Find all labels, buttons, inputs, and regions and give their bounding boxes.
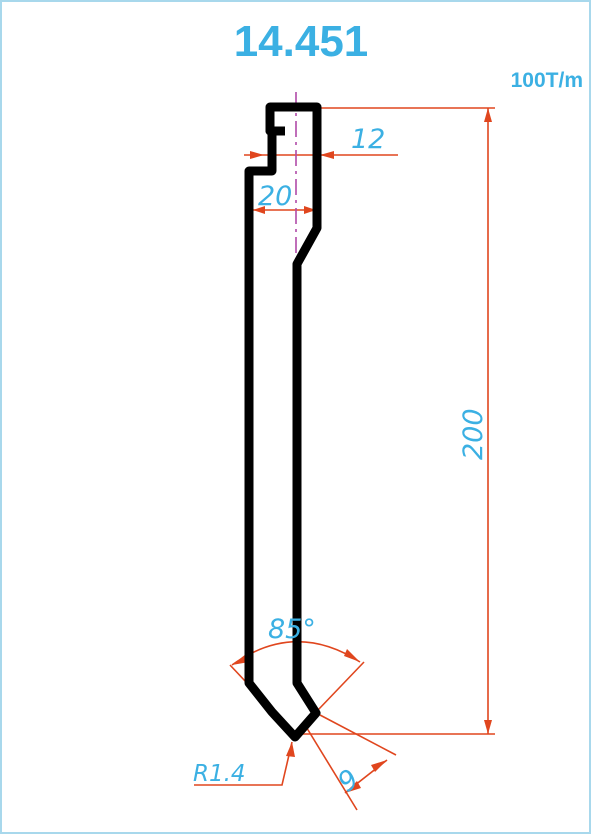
arrow-tip-upper bbox=[371, 760, 387, 772]
arrow-shoulder-left bbox=[253, 206, 265, 214]
shoulder-width-label: 20 bbox=[258, 181, 292, 212]
tip-radius-label: R1.4 bbox=[193, 761, 246, 787]
arrow-tip-lower bbox=[345, 781, 361, 793]
arrowheads bbox=[232, 108, 492, 793]
tip-extension-upper bbox=[319, 714, 397, 756]
dimension-lines bbox=[194, 107, 495, 811]
arrow-tang-right bbox=[320, 151, 334, 159]
height-label: 200 bbox=[458, 408, 489, 460]
tool-profile bbox=[244, 102, 322, 742]
arrow-shoulder-right bbox=[304, 206, 316, 214]
arrow-height-bottom bbox=[484, 720, 492, 734]
tip-extension-lower bbox=[304, 724, 358, 811]
tang-notch bbox=[265, 107, 285, 136]
angle-label: 85° bbox=[268, 614, 316, 645]
arrow-height-top bbox=[484, 108, 492, 122]
tang-width-label: 12 bbox=[351, 124, 385, 155]
drawing-title: 14.451 bbox=[234, 17, 369, 66]
arrow-radius bbox=[286, 742, 295, 757]
arrow-angle-right bbox=[344, 649, 360, 662]
arrow-tang-left bbox=[250, 151, 264, 159]
capacity-label: 100T/m bbox=[511, 69, 583, 92]
radius-leader bbox=[194, 741, 293, 786]
